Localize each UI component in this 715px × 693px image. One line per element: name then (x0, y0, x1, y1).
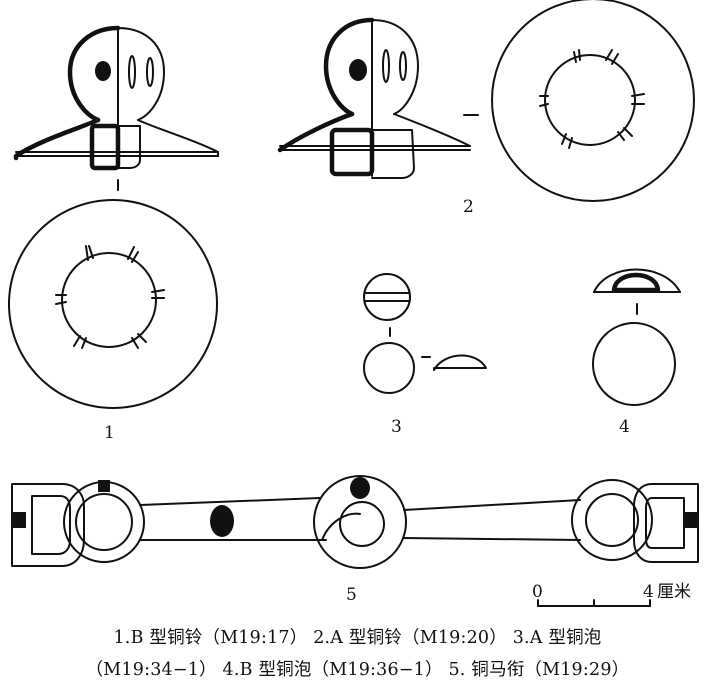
caption-line-1: 1.B 型铜铃（M19:17） 2.A 型铜铃（M19:20） 3.A 型铜泡 (113, 628, 602, 648)
bell-1-bottom-view (8, 199, 218, 409)
bell-1-side-view (13, 25, 219, 191)
artifact-drawings: 1 2 3 4 5 0 4 厘米 (8, 0, 699, 607)
caption-line-2: （M19:34−1） 4.B 型铜泡（M19:36−1） 5. 铜马衔（M19:… (85, 660, 630, 680)
bell-2-side-view (277, 17, 471, 179)
bell-2-bottom-view (491, 0, 695, 202)
boss-4-drawings (592, 268, 681, 406)
label-item-3: 3 (391, 417, 402, 437)
label-item-4: 4 (619, 417, 630, 437)
boss-3-drawings (363, 273, 487, 394)
scale-bar-end: 4 (643, 582, 654, 602)
label-item-2: 2 (463, 197, 474, 217)
scale-bar-start: 0 (532, 582, 543, 602)
horse-bit-5 (11, 475, 699, 569)
label-item-1: 1 (104, 423, 115, 443)
scale-bar: 0 4 厘米 (532, 582, 691, 607)
scale-bar-unit: 厘米 (657, 582, 691, 602)
label-item-5: 5 (346, 585, 357, 605)
